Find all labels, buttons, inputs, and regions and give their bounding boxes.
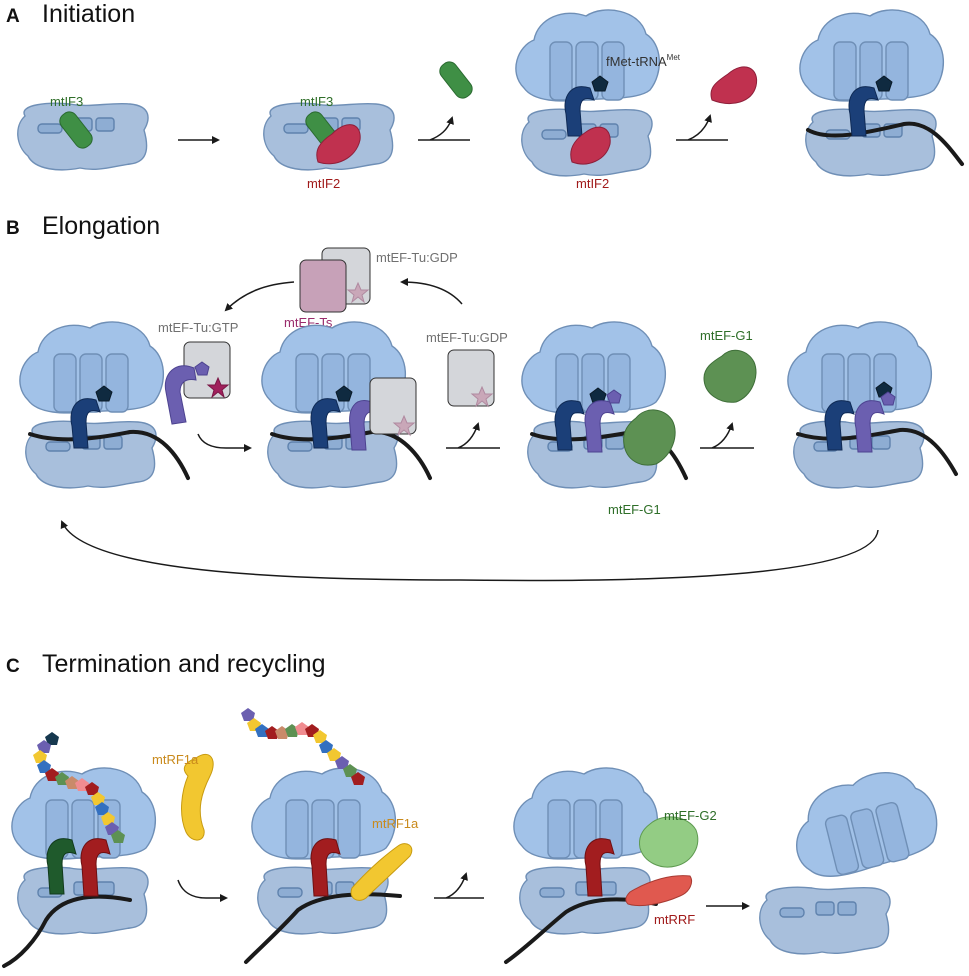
ef-g1-released: [703, 349, 757, 403]
peptidyl-trna: [554, 400, 585, 451]
rf1a-label: mtRF1a: [152, 752, 199, 767]
ef-g1-label: mtEF-G1: [608, 502, 661, 517]
section-b-title: Elongation: [42, 212, 160, 240]
ef-tu-gtp-label: mtEF-Tu:GTP: [158, 320, 238, 335]
release-arrow: [446, 424, 500, 449]
release-arrow: [700, 424, 754, 449]
ef-ts-box: [299, 259, 347, 313]
gtp-star: [206, 376, 230, 399]
ribosome-b4: [788, 322, 931, 488]
fmet-residue: [591, 75, 609, 92]
mtif2-label: mtIF2: [576, 176, 609, 191]
amino-acid: [606, 389, 622, 404]
ef-tu-gdp-label: mtEF-Tu:GDP: [376, 250, 458, 265]
mtif3-label: mtIF3: [50, 94, 83, 109]
mtif3-released: [439, 61, 473, 99]
cycle-arrow-left: [224, 281, 295, 312]
exit-trna: [46, 838, 77, 895]
cycle-arrow-right: [400, 278, 463, 305]
peptidyl-trna: [310, 398, 341, 449]
delivery-arrow: [197, 433, 252, 452]
ef-tu-gdp-label: mtEF-Tu:GDP: [426, 330, 508, 345]
peptide-residue: [335, 385, 353, 402]
gdp-star: [470, 385, 494, 408]
aminoacyl-trna: [854, 400, 885, 453]
gdp-star: [346, 281, 370, 304]
peptide-residue: [95, 385, 113, 402]
section-c-letter: C: [6, 656, 20, 677]
mtif2-label: mtIF2: [307, 176, 340, 191]
released-peptide-chain: [241, 708, 365, 785]
ef-g2-factor: [639, 816, 699, 868]
fmet-residue: [875, 75, 893, 92]
rf1a-label: mtRF1a: [372, 816, 419, 831]
mrna-strand: [806, 121, 964, 166]
section-c-title: Termination and recycling: [42, 650, 325, 678]
rrf-label: mtRRF: [654, 912, 695, 927]
fmet-trna-label: fMet-tRNAMet: [606, 53, 681, 69]
rf1a-free: [181, 753, 214, 841]
mrna-strand: [28, 429, 190, 480]
gdp-star: [392, 414, 416, 437]
amino-acid: [880, 391, 896, 406]
nascent-peptide-chain: [33, 732, 125, 843]
section-b-letter: B: [6, 218, 20, 239]
peptidyl-trna: [80, 838, 111, 897]
mrna-strand: [2, 894, 132, 968]
aminoacyl-trna: [164, 365, 197, 425]
section-a-letter: A: [6, 6, 20, 27]
ef-g1-on-ribosome: [623, 409, 676, 466]
mtif2-factor: [316, 124, 361, 165]
mtif2-factor: [570, 126, 611, 165]
large-subunit-free: [782, 761, 946, 886]
peptidyl-trna: [310, 838, 341, 897]
peptidyl-trna: [584, 838, 615, 897]
rrf-factor: [625, 875, 693, 907]
initiator-trna: [848, 86, 879, 137]
amino-acid: [194, 361, 210, 376]
binding-arrow: [177, 879, 228, 902]
mtif3-factor: [59, 111, 93, 149]
small-subunit-free: [759, 886, 891, 955]
release-arrow: [434, 874, 484, 899]
release-arrow: [418, 118, 470, 141]
aminoacyl-trna: [584, 400, 615, 453]
mtif3-label: mtIF3: [300, 94, 333, 109]
ef-g1-label: mtEF-G1: [700, 328, 753, 343]
peptidyl-trna: [70, 398, 101, 449]
rf1a-bound: [350, 843, 413, 901]
cycle-return-arrow: [60, 520, 879, 582]
ef-g2-label: mtEF-G2: [664, 808, 717, 823]
section-a-title: Initiation: [42, 0, 135, 28]
mtif2-released: [710, 66, 758, 104]
peptidyl-trna: [824, 400, 855, 451]
release-arrow: [676, 116, 728, 141]
